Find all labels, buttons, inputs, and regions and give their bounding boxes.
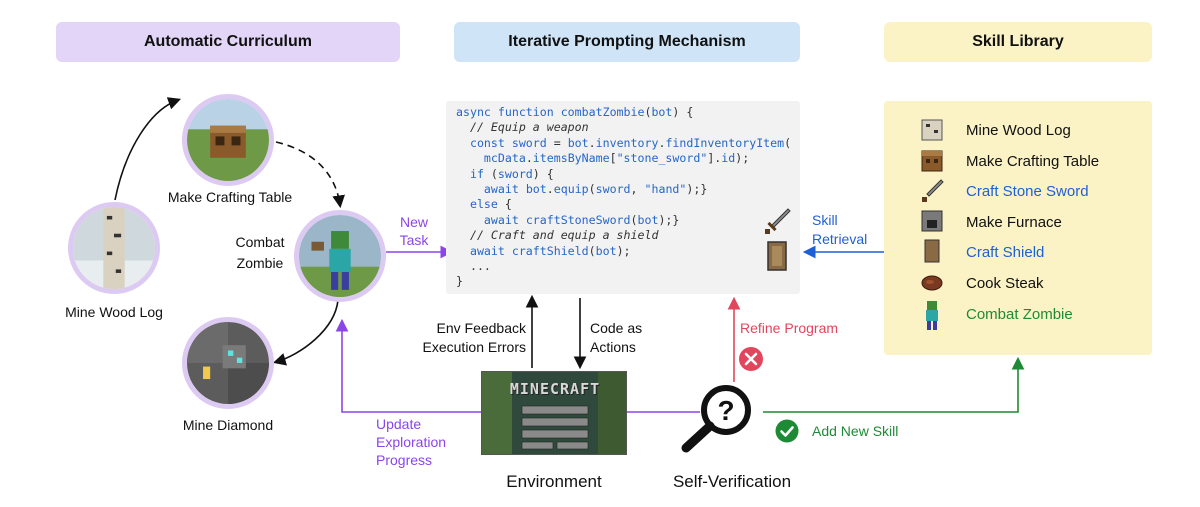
code-line: // Equip a weapon — [456, 120, 589, 135]
minecraft-title-screen: MINECRAFT — [481, 371, 627, 455]
new-task-label-line2: Task — [399, 232, 429, 248]
code-line: await bot.equip(sword, "hand");} — [456, 181, 708, 196]
env-feedback-label-line2: Execution Errors — [422, 339, 526, 355]
wood-log-scene — [73, 207, 155, 289]
wood-log-icon — [921, 119, 943, 141]
crafting-table-node — [182, 94, 274, 186]
env-feedback-label-line1: Env Feedback — [436, 320, 527, 336]
skill-retrieval-label-line1: Skill — [812, 212, 838, 228]
stone-sword-icon — [922, 179, 944, 202]
environment-title: Environment — [506, 472, 602, 491]
code-line: await craftShield(bot); — [456, 243, 631, 258]
update-progress-line2: Exploration — [376, 434, 447, 450]
add-new-skill-label: Add New Skill — [812, 423, 899, 439]
skill-item-0: Mine Wood Log — [966, 122, 1071, 139]
header-iterative-prompting: Iterative Prompting Mechanism — [454, 22, 800, 62]
wood-log-node — [68, 202, 160, 294]
skill-item-6: Combat Zombie — [966, 306, 1073, 323]
skill-item-4: Craft Shield — [966, 244, 1045, 261]
combat-zombie-node — [294, 210, 386, 302]
steak-icon — [921, 275, 943, 291]
furnace-icon — [921, 210, 943, 232]
code-line: else { — [456, 197, 512, 212]
code-line: mcData.itemsByName["stone_sword"].id); — [456, 151, 750, 166]
skill-item-1: Make Crafting Table — [966, 153, 1100, 170]
crafting-table-icon — [921, 150, 943, 172]
wood-log-label: Mine Wood Log — [65, 304, 163, 320]
magnifier-question-icon: ? — [681, 385, 751, 453]
update-progress-line1: Update — [376, 416, 422, 432]
skill-retrieval-label-line2: Retrieval — [812, 231, 868, 247]
code-line: async function combatZombie(bot) { — [456, 105, 694, 119]
diamond-label: Mine Diamond — [182, 417, 274, 433]
skill-item-5: Cook Steak — [966, 275, 1044, 292]
update-progress-line3: Progress — [376, 452, 433, 468]
svg-text:?: ? — [717, 395, 734, 426]
code-as-actions-label-line2: Actions — [590, 339, 636, 355]
code-line: await craftStoneSword(bot);} — [456, 212, 680, 227]
check-icon — [775, 419, 799, 443]
shield-icon — [767, 241, 787, 271]
stone-sword-icon — [765, 208, 791, 234]
diamond-scene — [187, 322, 269, 404]
zombie-icon — [926, 301, 938, 330]
skill-library-panel: Mine Wood Log Make Crafting Table Craft … — [884, 101, 1152, 355]
skill-item-3: Make Furnace — [966, 214, 1062, 231]
code-line: ... — [456, 258, 491, 273]
self-verification-title: Self-Verification — [672, 472, 792, 491]
error-x-icon — [739, 347, 763, 371]
combat-zombie-label-line1: Combat — [235, 234, 285, 250]
code-as-actions-label-line1: Code as — [590, 320, 643, 336]
shield-icon — [924, 239, 940, 263]
zombie-scene — [299, 215, 381, 297]
header-automatic-curriculum: Automatic Curriculum — [56, 22, 400, 62]
code-block: async function combatZombie(bot) { // Eq… — [446, 101, 800, 294]
skill-item-2: Craft Stone Sword — [966, 183, 1089, 200]
crafting-table-label: Make Crafting Table — [167, 189, 293, 205]
header-skill-library: Skill Library — [884, 22, 1152, 62]
code-line: } — [456, 274, 463, 289]
code-line: if (sword) { — [456, 166, 554, 181]
combat-zombie-label-line2: Zombie — [236, 255, 284, 271]
code-line: // Craft and equip a shield — [456, 228, 659, 243]
new-task-label-line1: New — [399, 214, 428, 230]
crafting-table-scene — [187, 99, 269, 181]
minecraft-logo: MINECRAFT — [509, 380, 601, 398]
refine-program-label: Refine Program — [740, 320, 839, 336]
diamond-node — [182, 317, 274, 409]
minecraft-scene — [482, 372, 626, 454]
code-line: const sword = bot.inventory.findInventor… — [456, 135, 792, 150]
